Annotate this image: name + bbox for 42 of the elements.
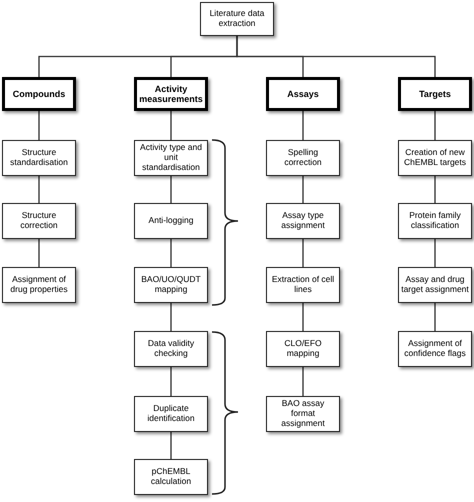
- connector-line: [434, 111, 436, 140]
- process-box: Structure correction: [2, 203, 76, 239]
- connector-line: [434, 239, 436, 267]
- connector-line: [302, 239, 304, 267]
- process-box: BAO/UO/QUDT mapping: [134, 267, 208, 303]
- category-box: Activity measurements: [134, 77, 208, 111]
- process-box: Assignment of drug properties: [2, 267, 76, 303]
- connector-line: [170, 367, 172, 396]
- connector-line: [170, 239, 172, 267]
- process-box: Spelling correction: [266, 140, 340, 176]
- process-box: Structure standardisation: [2, 140, 76, 176]
- connector-line: [170, 176, 172, 203]
- connector-line: [170, 432, 172, 459]
- connector-line: [434, 303, 436, 331]
- connector-line: [38, 111, 40, 140]
- connector-line: [302, 367, 304, 396]
- process-box: BAO assay format assignment: [266, 396, 340, 432]
- process-box: Assay and drug target assignment: [398, 267, 472, 303]
- category-box: Targets: [398, 77, 472, 111]
- process-box: pChEMBL calculation: [134, 459, 208, 495]
- category-box: Assays: [266, 77, 340, 111]
- connector-line: [302, 176, 304, 203]
- connector-line: [170, 111, 172, 140]
- process-box: Literature data extraction: [200, 2, 274, 36]
- process-box: Protein family classification: [398, 203, 472, 239]
- connector-line: [38, 176, 40, 203]
- process-box: Extraction of cell lines: [266, 267, 340, 303]
- process-box: CLO/EFO mapping: [266, 331, 340, 367]
- connector-line: [38, 239, 40, 267]
- process-box: Assignment of confidence flags: [398, 331, 472, 367]
- connector-line: [170, 303, 172, 331]
- process-box: Duplicate identification: [134, 396, 208, 432]
- process-box: Anti-logging: [134, 203, 208, 239]
- connector-line: [302, 111, 304, 140]
- connector-line: [236, 36, 436, 77]
- connector-line: [302, 303, 304, 331]
- process-box: Creation of new ChEMBL targets: [398, 140, 472, 176]
- category-box: Compounds: [2, 77, 76, 111]
- process-box: Assay type assignment: [266, 203, 340, 239]
- process-box: Data validity checking: [134, 331, 208, 367]
- process-box: Activity type and unit standardisation: [134, 140, 208, 176]
- connector-line: [434, 176, 436, 203]
